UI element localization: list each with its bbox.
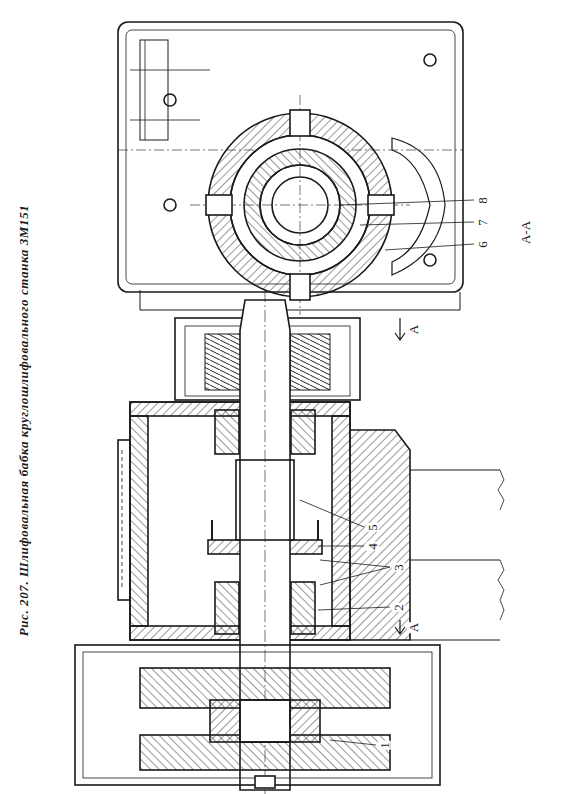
callout-number: 2 bbox=[391, 603, 404, 612]
callout-number: 4 bbox=[365, 542, 378, 551]
callout-number: 1 bbox=[377, 741, 390, 750]
callout-number: 6 bbox=[475, 240, 488, 249]
section-mark: А bbox=[407, 323, 420, 334]
callout-number: 7 bbox=[475, 218, 488, 227]
section-mark: А bbox=[407, 621, 420, 632]
callout-number: 5 bbox=[365, 523, 378, 532]
callout-number: 3 bbox=[391, 563, 404, 572]
figure-caption: Рис. 207. Шлифовальная бабка круглошлифо… bbox=[17, 203, 30, 637]
section-mark: А-А bbox=[519, 219, 532, 244]
callout-number: 8 bbox=[475, 196, 488, 205]
